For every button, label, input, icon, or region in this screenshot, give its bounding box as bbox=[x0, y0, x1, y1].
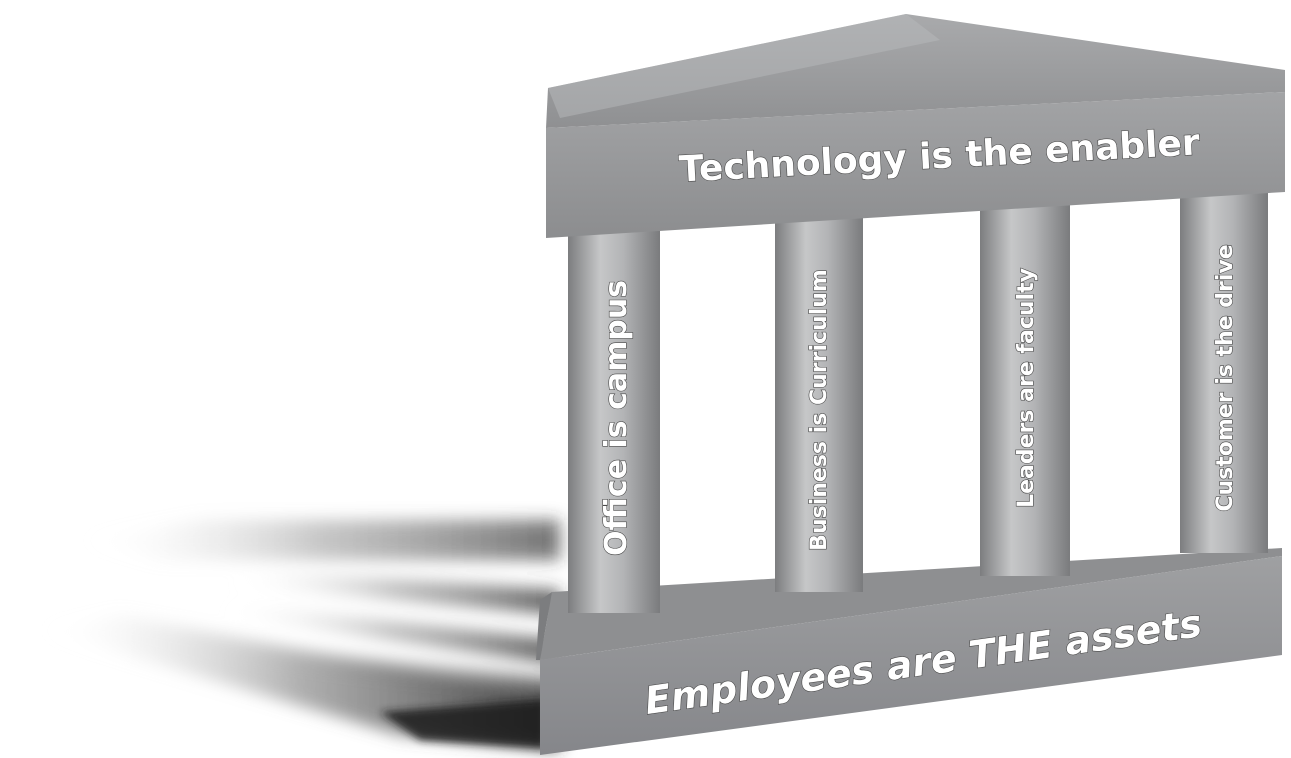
roof-top-face bbox=[546, 14, 1285, 128]
temple-roof bbox=[546, 14, 1285, 238]
pillar-2 bbox=[775, 212, 863, 592]
pillar-1-label: Office is campus bbox=[599, 280, 634, 556]
base-front-face bbox=[540, 556, 1282, 755]
pillar-2-label: Business is Curriculum bbox=[807, 269, 832, 551]
shadow-core bbox=[380, 700, 545, 748]
pillar-4 bbox=[1180, 185, 1268, 553]
pillar-3 bbox=[980, 200, 1070, 576]
shadow-pillar-2 bbox=[220, 605, 560, 665]
base-top-face bbox=[540, 548, 1282, 660]
roof-front-face bbox=[546, 92, 1285, 238]
roof-top-highlight bbox=[548, 14, 940, 118]
pillar-1 bbox=[568, 225, 660, 613]
pillars bbox=[568, 185, 1268, 613]
base-end-face bbox=[536, 592, 552, 660]
temple-base bbox=[536, 548, 1282, 755]
pillar-3-label: Leaders are faculty bbox=[1014, 268, 1039, 508]
shadow-pillar-1 bbox=[230, 570, 560, 615]
shadow-pillar-3 bbox=[200, 640, 560, 700]
pillar-4-label: Customer is the drive bbox=[1213, 244, 1238, 511]
shadow-roof bbox=[80, 520, 560, 560]
